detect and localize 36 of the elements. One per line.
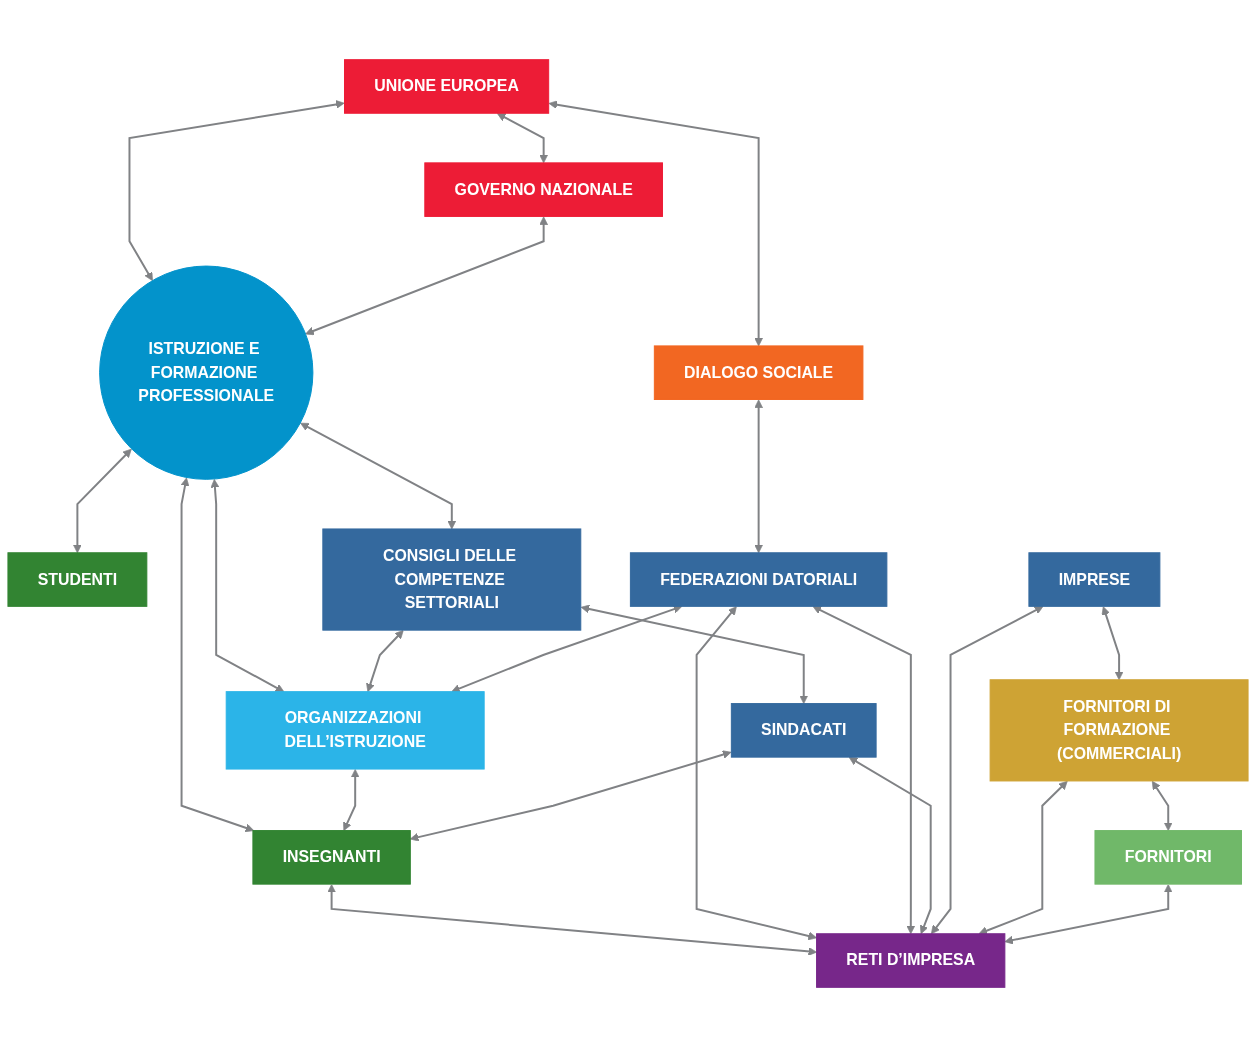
arrow — [496, 113, 548, 164]
arrow — [409, 750, 732, 842]
arrow — [978, 780, 1068, 935]
node-box: RETI D’IMPRESA — [816, 933, 1006, 988]
arrow — [327, 884, 817, 956]
arrow — [180, 477, 255, 833]
node-box: GOVERNO NAZIONALE — [424, 162, 663, 217]
arrow — [1151, 780, 1173, 831]
node-box: FORNITORI — [1094, 830, 1242, 885]
arrow — [128, 100, 345, 281]
node-box: FORNITORI DI FORMAZIONE (COMMERCIALI) — [989, 679, 1249, 782]
arrow — [305, 216, 548, 336]
arrow — [1004, 884, 1173, 945]
arrow — [548, 100, 763, 347]
node-box: CONSIGLI DELLE COMPETENZE SETTORIALI — [322, 528, 582, 631]
arrow — [695, 606, 817, 941]
arrow — [73, 448, 132, 554]
node-box: FEDERAZIONI DATORIALI — [629, 552, 888, 607]
arrow — [848, 756, 932, 935]
arrow — [931, 606, 1044, 935]
arrow — [343, 769, 360, 831]
node-box: IMPRESE — [1028, 552, 1161, 607]
arrow — [366, 630, 404, 693]
arrow — [210, 479, 285, 693]
arrow — [754, 399, 763, 554]
arrow — [812, 606, 916, 935]
arrow — [300, 422, 457, 530]
node-box: ORGANIZZAZIONI DELL’ISTRUZIONE — [225, 691, 485, 770]
node-circle: ISTRUZIONE E FORMAZIONE PROFESSIONALE — [99, 265, 314, 480]
node-box: DIALOGO SOCIALE — [653, 345, 864, 400]
arrow — [1101, 606, 1124, 681]
node-box: STUDENTI — [7, 552, 148, 607]
node-box: INSEGNANTI — [252, 830, 411, 885]
node-box: UNIONE EUROPEA — [344, 59, 550, 114]
node-box: SINDACATI — [730, 703, 877, 758]
arrow — [580, 604, 809, 704]
